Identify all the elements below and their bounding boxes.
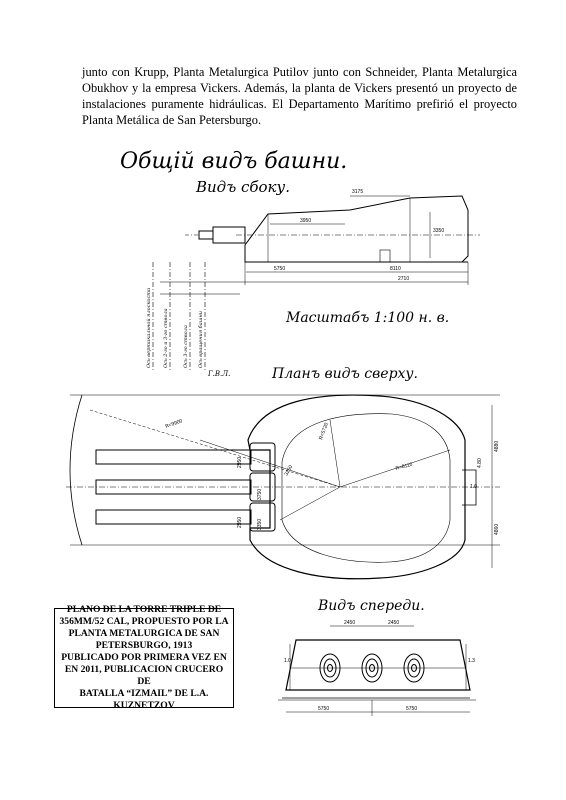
top-dim-7: 3350: [257, 519, 263, 530]
top-dim-4: 2950: [237, 517, 243, 528]
axis-label-3: Ось вращения башни: [197, 311, 204, 368]
caption-line-5: EN 2011, PUBLICACION CRUCERO DE: [64, 664, 224, 687]
front-dim-0: 2450: [344, 620, 355, 626]
side-dim-1: 3950: [300, 218, 311, 224]
caption-line-6: BATALLA “IZMAIL” DE L.A.: [79, 688, 209, 699]
caption-line-2: PLANTA METALURGICA DE SAN: [68, 628, 220, 639]
side-dim-0: 3175: [352, 189, 363, 195]
top-dim-9: 4860: [494, 524, 500, 535]
top-dim-0: R=9900: [165, 418, 184, 430]
top-dim-8: 4880: [494, 441, 500, 452]
scale-label: Масштабъ 1:100 н. в.: [285, 310, 449, 326]
side-dim-5: 2710: [398, 276, 409, 282]
top-dim-3: 2950: [237, 457, 243, 468]
caption-box: PLANO DE LA TORRE TRIPLE DE 356MM/52 CAL…: [54, 604, 234, 711]
caption-text: PLANO DE LA TORRE TRIPLE DE 356MM/52 CAL…: [59, 604, 229, 712]
front-dim-5: 1.3: [468, 658, 475, 664]
front-view-title: Видъ спереди.: [317, 598, 425, 614]
waterline-label: Г.В.Л.: [207, 370, 230, 378]
side-dim-2: 3350: [433, 228, 444, 234]
caption-line-4: PUBLICADO POR PRIMERA VEZ EN: [61, 652, 227, 663]
top-dim-1: R=5720: [318, 422, 330, 441]
front-dim-2: 5750: [318, 706, 329, 712]
intro-paragraph: junto con Krupp, Planta Metalurgica Puti…: [82, 64, 517, 128]
top-view-title: Планъ видъ сверху.: [271, 366, 418, 382]
top-dim-6: 3250: [284, 464, 295, 477]
axis-label-2: Ось 3-го ствола: [183, 325, 189, 368]
front-dim-3: 5750: [406, 706, 417, 712]
front-dim-4: 1.0: [284, 658, 291, 664]
caption-line-3: PETERSBURGO, 1913: [95, 640, 193, 651]
side-dim-3: 5750: [274, 266, 285, 272]
top-dim-11: 1.0: [470, 484, 477, 490]
main-title: Общій видъ башни.: [120, 149, 347, 174]
vertical-axes: [152, 262, 206, 370]
front-dim-1: 2450: [388, 620, 399, 626]
axis-label-0: Ось вертикальной плоскости: [146, 288, 152, 368]
intro-text: junto con Krupp, Planta Metalurgica Puti…: [82, 65, 517, 127]
front-view: 2450 2450 5750 5750 1.0 1.3: [278, 620, 476, 716]
top-dim-5: 3750: [257, 489, 263, 500]
caption-line-0: PLANO DE LA TORRE TRIPLE DE: [66, 604, 222, 615]
side-view-title: Видъ сбоку.: [195, 178, 290, 196]
top-view: R=9900 R=5720 R=8110 2950 2950 3750 3250…: [66, 394, 500, 580]
caption-line-1: 356MM/52 CAL, PROPUESTO POR LA: [59, 616, 229, 627]
caption-line-7: KUZNETZOV: [113, 700, 175, 711]
top-dim-10: 4.80: [477, 458, 483, 468]
top-dim-2: R=8110: [395, 462, 413, 472]
axis-label-1: Ось 2-го и 3-го ствола: [163, 308, 169, 368]
side-view: 3175 3950 3350 5750 8110 2710: [160, 189, 480, 295]
side-dim-4: 8110: [390, 266, 401, 272]
